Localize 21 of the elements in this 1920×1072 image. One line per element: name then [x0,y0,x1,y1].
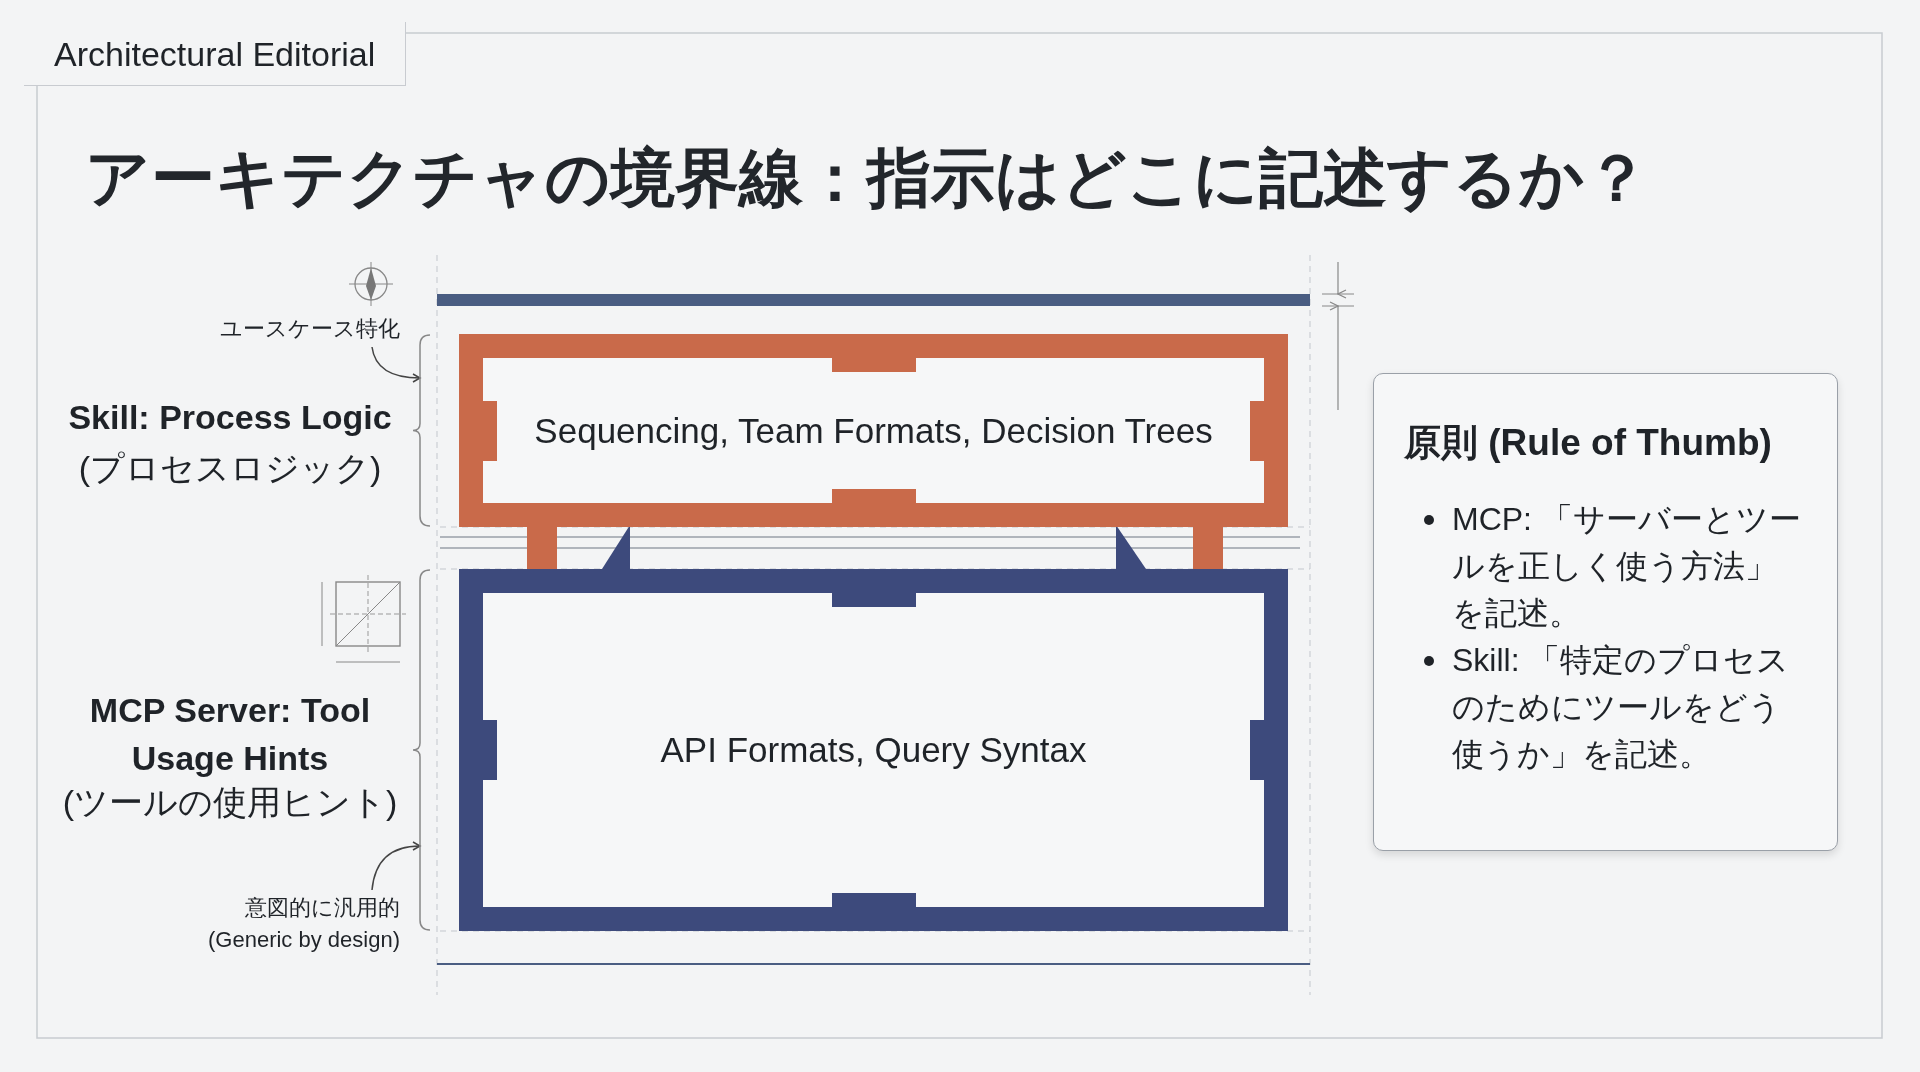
bullet-text: Skill: 「特定のプロセスのためにツールをどう使うか」を記述。 [1452,637,1809,778]
leader-arrow [371,346,421,383]
process-frame [459,334,1288,527]
rule-card [1373,373,1838,851]
brace [410,569,430,931]
leader-arrow [371,841,421,891]
server-frame [459,569,1288,931]
brace [410,334,430,527]
card-heading: 原則 (Rule of Thumb) [1404,421,1773,465]
side-heading: MCP Server: Tool Usage Hints [88,690,372,779]
side-subheading: (ツールの使用ヒント) [61,782,399,823]
annotation-text: (Generic by design) [207,926,400,954]
tag-label: Architectural Editorial [24,22,406,86]
title: アーキテクチャの境界線：指示はどこに記述するか？ [85,141,1650,216]
side-heading: Skill: Process Logic [67,398,393,437]
side-subheading: (プロセスロジック) [77,448,383,489]
bullet-text: MCP: 「サーバーとツールを正しく使う方法」を記述。 [1452,496,1809,637]
box-text: API Formats, Query Syntax [660,730,1087,770]
box-text: Sequencing, Team Formats, Decision Trees [534,410,1213,451]
annotation-text: ユースケース特化 [220,315,400,343]
annotation-text: 意図的に汎用的 [244,894,400,922]
